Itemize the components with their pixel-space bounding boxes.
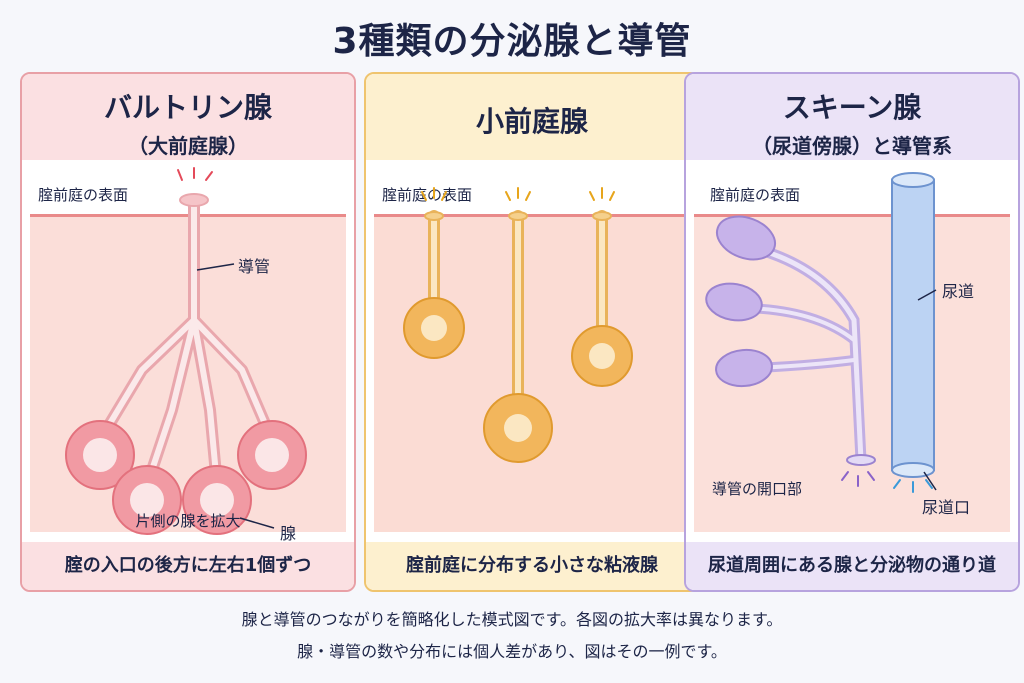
gland-lobes [65,420,307,535]
bartholin-footer: 腟の入口の後方に左右1個ずつ [22,542,354,590]
minor-vestibular-header: 小前庭腺 [366,74,698,160]
skene-title: スキーン腺 [782,91,922,124]
surface-label: 腟前庭の表面 [710,186,801,204]
tissue-area [374,214,690,532]
skene-subtitle: （尿道傍腺）と導管系 [752,134,952,158]
surface-label: 腟前庭の表面 [382,186,473,204]
gland-clusters [403,297,633,463]
skene-footer: 尿道周囲にある腺と分泌物の通り道 [686,542,1018,590]
surface-label: 腟前庭の表面 [38,186,129,204]
footnote-1: 腺と導管のつながりを簡略化した模式図です。各図の拡大率は異なります。 [241,610,783,629]
skene-panel: スキーン腺 （尿道傍腺）と導管系 腟前庭の表面 [684,72,1020,592]
footnote-2: 腺・導管の数や分布には個人差があり、図はその一例です。 [297,642,727,661]
skene-diagram: 腟前庭の表面 [686,160,1018,542]
urethra-tube [891,172,935,478]
magnify-caption: 片側の腺を拡大 [135,512,241,530]
duct-opening-label: 導管の開口部 [712,480,803,498]
urethra-label: 尿道 [942,282,975,301]
bartholin-diagram: 腟前庭の表面 [22,160,354,543]
page-title: 3種類の分泌腺と導管 [332,21,692,62]
minor-vestibular-diagram: 腟前庭の表面 [366,160,698,542]
bartholin-panel: バルトリン腺 （大前庭腺） 腟前庭の表面 [20,72,356,592]
minor-vestibular-panel: 小前庭腺 腟前庭の表面 [364,72,700,592]
bartholin-gland-illustration [65,167,307,535]
urethral-opening-label: 尿道口 [922,498,971,517]
bartholin-subtitle: （大前庭腺） [128,134,248,158]
minor-vestibular-footer: 腟前庭に分布する小さな粘液腺 [366,542,698,590]
skene-gland-illustration [705,172,937,493]
duct-label: 導管 [238,257,271,276]
bartholin-header: バルトリン腺 （大前庭腺） [22,74,354,160]
skene-header: スキーン腺 （尿道傍腺）と導管系 [686,74,1018,160]
bartholin-title: バルトリン腺 [103,91,272,124]
minor-gland-illustration [403,187,633,463]
gland-label: 腺 [280,524,297,543]
minor-vestibular-title: 小前庭腺 [475,105,588,138]
